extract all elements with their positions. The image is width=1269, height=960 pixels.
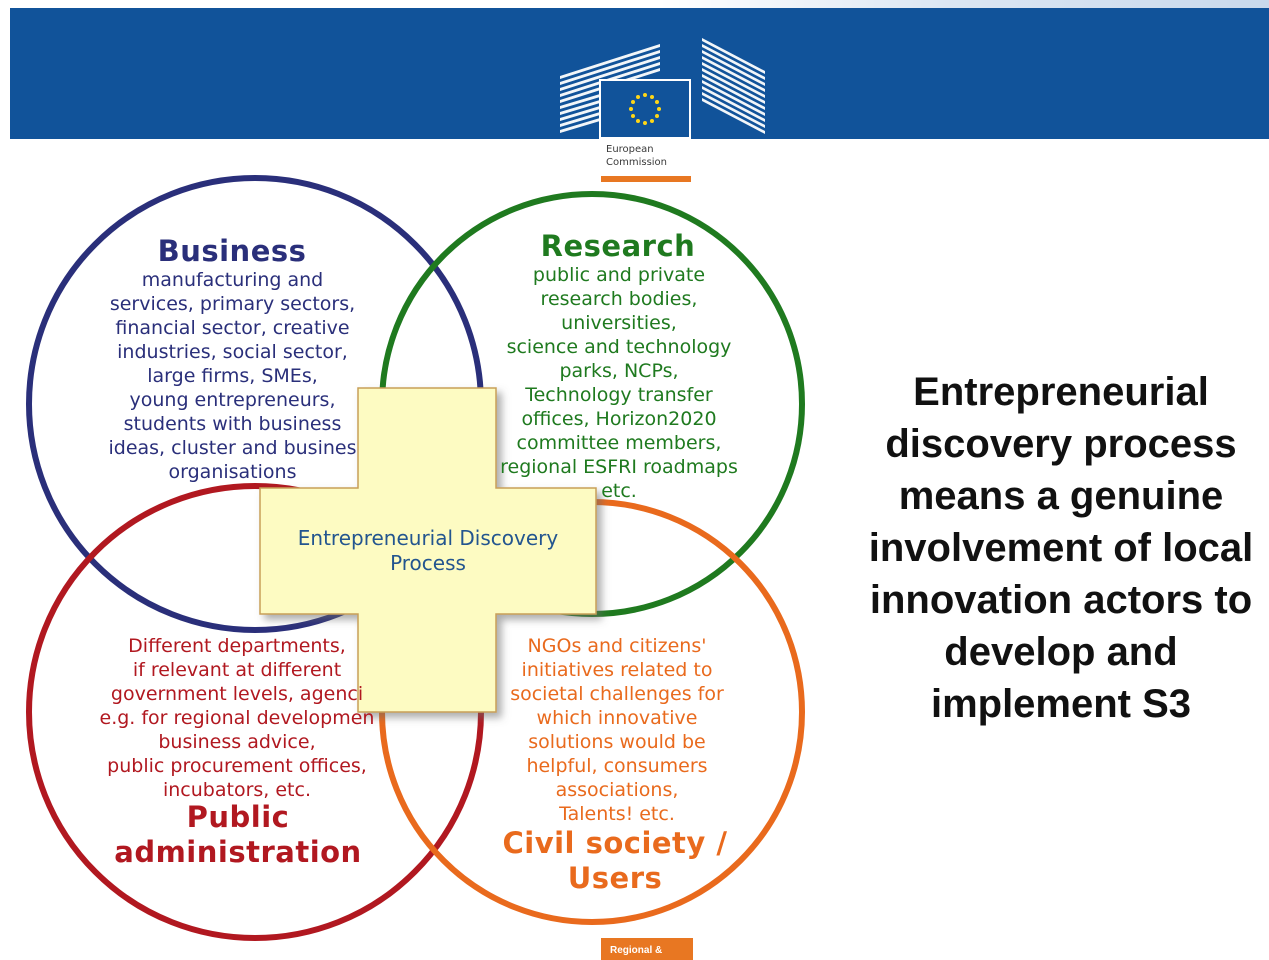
- business-line: industries, social sector,: [117, 341, 348, 363]
- footer-badge-text: Regional &: [610, 945, 663, 956]
- business-line: manufacturing and: [141, 269, 324, 291]
- logo-underline: [601, 176, 691, 182]
- civil-society-line: initiatives related to: [521, 659, 713, 681]
- business-title: Business: [157, 234, 307, 268]
- research-line: universities,: [561, 312, 677, 334]
- public-administration-title-line1: Public: [186, 800, 290, 834]
- logo-caption-line1: European: [606, 144, 654, 155]
- research-line: parks, NCPs,: [559, 360, 679, 382]
- cross-label-line2: Process: [390, 551, 466, 575]
- public-administration-line: Different departments,: [128, 635, 346, 657]
- eu-stars-icon: [629, 93, 661, 125]
- research-line: research bodies,: [540, 288, 698, 310]
- research-line: public and private: [532, 264, 706, 286]
- statement-line: develop and: [944, 630, 1178, 674]
- civil-society-line: helpful, consumers: [526, 755, 708, 777]
- statement-line: implement S3: [930, 682, 1192, 726]
- public-administration-line: if relevant at different: [132, 659, 342, 681]
- cross-label-line1: Entrepreneurial Discovery: [297, 526, 559, 550]
- research-line: science and technology: [506, 336, 732, 358]
- entrepreneurial-discovery-cross: [259, 387, 597, 713]
- business-description: manufacturing and services, primary sect…: [80, 268, 385, 484]
- civil-society-line: Talents! etc.: [559, 803, 675, 825]
- statement-line: Entrepreneurial: [913, 370, 1209, 414]
- civil-society-title-line2: Users: [567, 861, 663, 895]
- civil-society-line: NGOs and citizens': [527, 635, 707, 657]
- business-line: young entrepreneurs,: [129, 389, 336, 411]
- research-line: regional ESFRI roadmaps: [500, 456, 738, 478]
- civil-society-title-line1: Civil society /: [502, 826, 728, 860]
- public-administration-description: Different departments, if relevant at di…: [72, 634, 402, 802]
- research-line: Technology transfer: [525, 384, 713, 406]
- statement-line: means a genuine: [898, 474, 1224, 518]
- public-administration-line: business advice,: [158, 731, 316, 753]
- public-administration-title-line2: administration: [114, 835, 362, 869]
- business-line: ideas, cluster and busines: [108, 437, 357, 459]
- civil-society-line: which innovative: [536, 707, 698, 729]
- cross-label: Entrepreneurial Discovery Process: [262, 526, 594, 576]
- statement-text: Entrepreneurial discovery process means …: [846, 366, 1269, 730]
- research-line: etc.: [601, 480, 637, 502]
- public-administration-title: Public administration: [96, 800, 380, 870]
- statement-line: involvement of local: [868, 526, 1254, 570]
- civil-society-line: associations,: [555, 779, 679, 801]
- logo-caption: European Commission: [606, 143, 696, 169]
- business-line: financial sector, creative: [115, 317, 350, 339]
- research-title: Research: [540, 229, 696, 263]
- research-description: public and private research bodies, univ…: [478, 263, 760, 503]
- research-line: offices, Horizon2020: [521, 408, 717, 430]
- european-commission-logo: [560, 38, 765, 182]
- public-administration-line: e.g. for regional developmen: [99, 707, 375, 729]
- research-line: committee members,: [516, 432, 722, 454]
- business-line: services, primary sectors,: [109, 293, 356, 315]
- business-line: organisations: [168, 461, 297, 483]
- statement-line: discovery process: [885, 422, 1237, 466]
- public-administration-line: government levels, agenci: [110, 683, 364, 705]
- civil-society-description: NGOs and citizens' initiatives related t…: [492, 634, 742, 826]
- business-line: large firms, SMEs,: [147, 365, 318, 387]
- footer-badge: [601, 938, 693, 960]
- logo-caption-line2: Commission: [606, 157, 668, 168]
- top-gradient-strip: [0, 0, 1269, 8]
- public-administration-line: public procurement offices,: [107, 755, 367, 777]
- civil-society-title: Civil society / Users: [484, 826, 746, 896]
- public-administration-line: incubators, etc.: [162, 779, 311, 801]
- civil-society-line: solutions would be: [528, 731, 706, 753]
- statement-line: innovation actors to: [869, 578, 1253, 622]
- business-line: students with business: [123, 413, 342, 435]
- civil-society-line: societal challenges for: [510, 683, 724, 705]
